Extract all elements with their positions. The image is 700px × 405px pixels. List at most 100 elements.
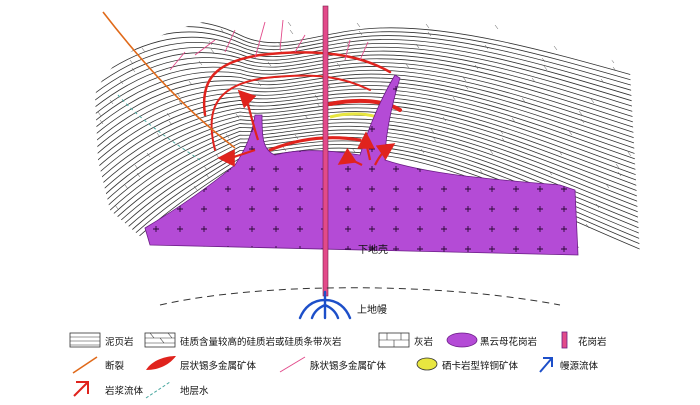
stratum-tick (479, 169, 484, 175)
stratum-tick (580, 118, 585, 124)
stratum-tick (358, 30, 363, 36)
granite-dike-swatch-icon (561, 331, 568, 349)
stratum-line (95, 103, 640, 196)
stratum-tick (141, 47, 146, 53)
fault-line (102, 11, 236, 149)
stratum-tick (600, 78, 605, 84)
stratum-line (95, 125, 640, 238)
stratum-tick (462, 76, 467, 82)
stratum-line (95, 129, 640, 245)
legend-label-mudstone: 泥页岩 (105, 337, 134, 348)
stratum-tick (442, 116, 447, 122)
stratum-tick (356, 22, 361, 28)
stratum-tick (134, 164, 139, 170)
crust-mantle-boundary (159, 287, 561, 306)
stratum-line (95, 111, 640, 210)
legend-label-granite: 花岗岩 (578, 337, 607, 348)
stratum-tick (548, 170, 553, 176)
legend-swatches (69, 331, 568, 399)
stratum-tick (553, 45, 558, 51)
stratum-tick (95, 14, 99, 20)
stratum-tick (235, 113, 240, 119)
stratum-tick (425, 23, 430, 29)
stratum-tick (405, 63, 410, 69)
stratum-tick (99, 119, 104, 125)
stratum-tick (131, 67, 136, 73)
stratum-tick (104, 224, 109, 230)
stratiform-ore-swatch-icon (146, 356, 176, 370)
stratum-tick (257, 81, 262, 87)
lower-crust-label: 下地壳 (358, 245, 388, 256)
stratum-tick (109, 99, 114, 105)
stratum-tick (102, 216, 107, 222)
stratum-tick (558, 150, 563, 156)
stratum-tick (220, 28, 225, 34)
stratum-tick (543, 65, 548, 71)
stratum-line (95, 100, 640, 189)
mantle-flow-arrows (298, 290, 352, 320)
stratum-tick (489, 149, 494, 155)
stratum-line (95, 84, 640, 161)
stratum-line (95, 96, 640, 182)
stratum-tick (146, 152, 151, 158)
stratum-tick (203, 165, 208, 171)
stratum-tick (464, 84, 469, 90)
stratum-tick (627, 151, 632, 157)
stratum-tick (282, 146, 287, 152)
stratum-tick (336, 62, 341, 68)
stratiform-ore-bodies (202, 51, 402, 152)
stratum-tick (289, 29, 294, 35)
stratum-tick (415, 43, 420, 49)
stratum-tick (521, 97, 526, 103)
stratum-tick (193, 185, 198, 191)
skarn-ore-swatch-icon (416, 357, 438, 371)
stratum-tick (605, 183, 610, 189)
stratum-tick (198, 60, 203, 66)
stratum-tick (420, 148, 425, 154)
stratum-tick (287, 21, 292, 27)
stratum-tick (632, 26, 637, 32)
stratum-tick (595, 203, 600, 209)
stratum-tick (474, 64, 479, 70)
stratum-tick (578, 110, 583, 116)
stratum-tick (432, 136, 437, 142)
stratum-tick (622, 46, 627, 52)
upper-mantle-label: 上地幔 (357, 305, 387, 316)
stratum-tick (119, 79, 124, 85)
stratum-line (95, 73, 640, 144)
stratum-tick (612, 66, 617, 72)
legend-label-skarn-ore: 硒卡岩型锌铜矿体 (442, 361, 519, 372)
stratum-tick (541, 57, 546, 63)
mantle-flow-swatch-icon (539, 357, 553, 373)
stratum-tick (151, 27, 156, 33)
stratum-tick (210, 48, 215, 54)
legend-label-limestone: 灰岩 (414, 337, 434, 348)
legend-label-groundwater: 地层水 (180, 386, 209, 397)
stratum-tick (314, 94, 319, 100)
stratum-line (95, 122, 640, 231)
stratum-tick (617, 171, 622, 177)
fault-swatch-icon (72, 356, 98, 374)
legend-label-vein-ore: 脉状锡多金属矿体 (310, 361, 387, 372)
legend-label-biotite-granite: 黑云母花岗岩 (480, 337, 538, 348)
stratum-tick (637, 131, 640, 137)
stratum-tick (168, 120, 173, 126)
stratum-line (95, 114, 640, 217)
stratum-tick (139, 39, 144, 45)
mudstone-swatch-icon (69, 332, 101, 348)
stratum-line (95, 133, 640, 252)
stratum-tick (585, 223, 590, 229)
stratum-tick (267, 61, 272, 67)
stratum-tick (590, 98, 595, 104)
stratum-tick (501, 137, 506, 143)
stratum-tick (494, 24, 499, 30)
stratum-tick (304, 114, 309, 120)
stratum-line (95, 107, 640, 203)
stratum-tick (563, 25, 568, 31)
stratum-tick (156, 132, 161, 138)
magma-fluid-swatch-icon (73, 381, 89, 397)
stratum-tick (615, 163, 620, 169)
stratum-tick (129, 59, 134, 65)
stratum-tick (568, 130, 573, 136)
biotite-granite-swatch-icon (446, 332, 478, 348)
